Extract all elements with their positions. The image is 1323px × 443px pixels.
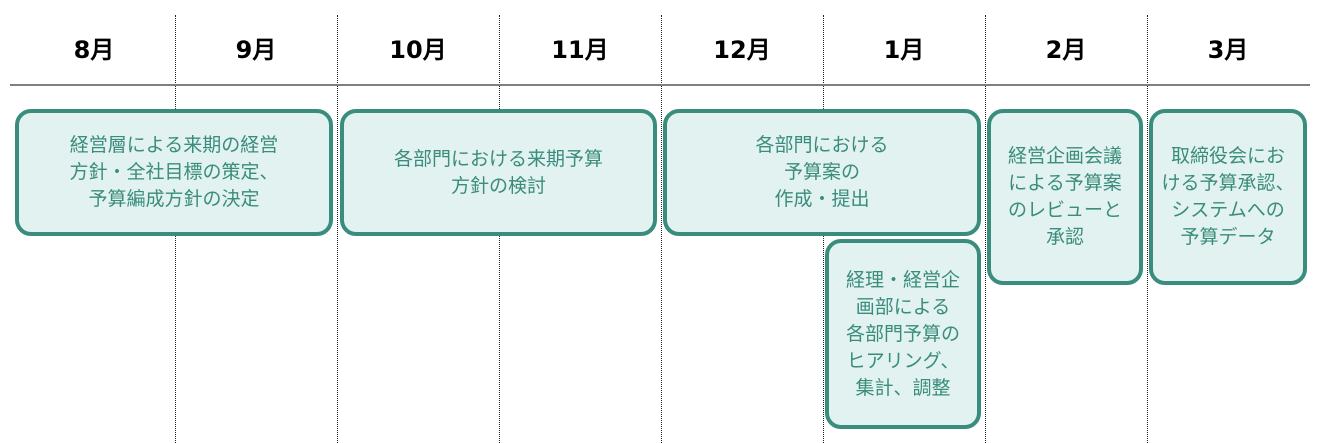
month-sep: 9月 (235, 36, 277, 64)
task-department-policy: 各部門における来期予算 方針の検討 (340, 109, 657, 236)
month-mar: 3月 (1207, 36, 1249, 64)
task-budget-draft: 各部門における 予算案の 作成・提出 (663, 109, 981, 236)
task-management-policy: 経営層による来期の経営 方針・全社目標の策定、 予算編成方針の決定 (15, 109, 333, 236)
task-board-approval: 取締役会にお ける予算承認、 システムへの 予算データ (1149, 109, 1307, 285)
task-planning-review: 経営企画会議 による予算案 のレビューと 承認 (987, 109, 1143, 285)
task-hearing-aggregation: 経理・経営企 画部による 各部門予算の ヒアリング、 集計、調整 (825, 239, 981, 429)
month-divider (1147, 15, 1148, 443)
month-dec: 12月 (713, 36, 771, 64)
month-aug: 8月 (73, 36, 115, 64)
header-rule (10, 84, 1310, 86)
month-feb: 2月 (1045, 36, 1087, 64)
month-divider (661, 15, 662, 443)
month-divider (985, 15, 986, 443)
month-nov: 11月 (551, 36, 609, 64)
month-oct: 10月 (389, 36, 447, 64)
month-divider (337, 15, 338, 443)
month-jan: 1月 (883, 36, 925, 64)
